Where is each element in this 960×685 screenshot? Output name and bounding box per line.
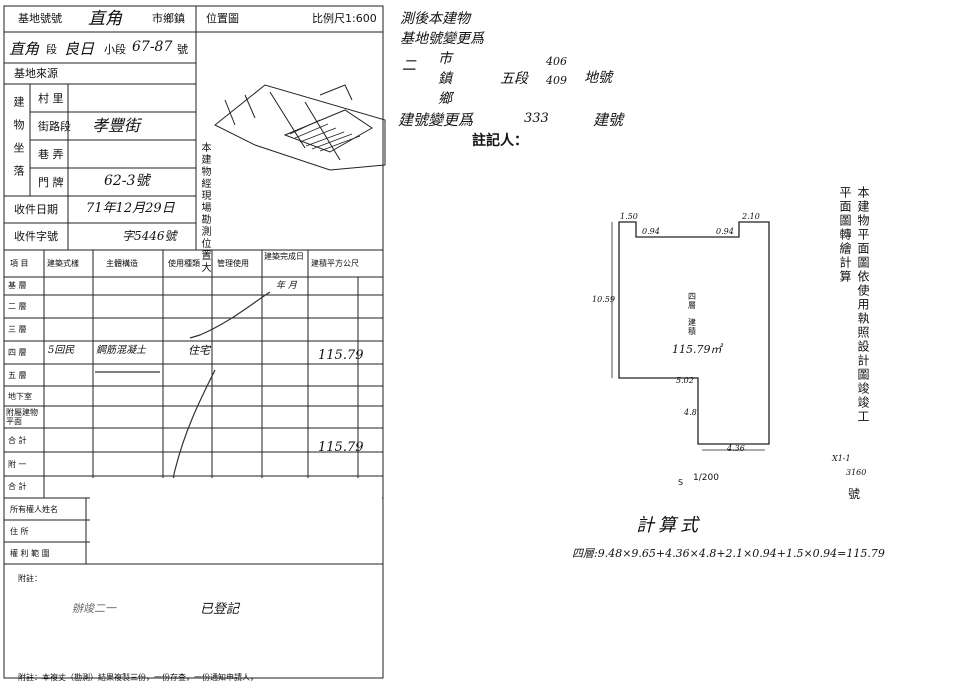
owner-row-label: 權 利 範 圍 [10, 549, 50, 558]
side-note: 本建物平面圖依使用執照設計圖竣竣工平面圖轉繪計算 [838, 186, 870, 424]
bldg-suffix: 建號 [593, 111, 624, 129]
bldg-number: 333 [524, 111, 549, 126]
table-row-label: 附屬建物平面 [6, 408, 38, 426]
map-note: 本建物經現場勘測位置大 [199, 142, 210, 274]
completion-handwritten: 年 月 [276, 281, 297, 291]
remarks-handwritten: 辦竣二一 [72, 602, 116, 615]
formula: 四層:9.48×9.65+4.36×4.8+2.1×0.94+1.5×0.94=… [572, 547, 885, 560]
dim-top-a: 0.94 [642, 227, 660, 236]
table-header: 主體構造 [106, 259, 138, 268]
note-line-5: 鄉 [438, 91, 452, 107]
form-footer: 附註：本複丈（勘測）結果複製三份，一份存查，一份通知申請人， [18, 673, 258, 682]
table-row-use: 住宅 [188, 344, 210, 357]
dim-top-right: 2.10 [742, 212, 760, 221]
lot-number-bottom: 409 [546, 74, 567, 87]
receipt-number-value: 字5446號 [122, 229, 177, 243]
receipt-date-value: 71年12月29日 [86, 201, 175, 216]
redacted-owner-area [90, 478, 382, 562]
remarks-label: 附註： [18, 574, 42, 583]
side-number-bottom: 3160 [846, 468, 867, 477]
floor-plan-outline [618, 221, 770, 445]
district-handwritten: 直角 [88, 9, 122, 29]
table-row-label: 地下室 [8, 392, 32, 401]
table-row-label: 合 計 [8, 436, 27, 445]
location-row-label: 巷 弄 [38, 148, 64, 161]
city-town-label: 市鄉鎮 [152, 12, 185, 25]
formula-title: 計算式 [636, 515, 702, 536]
table-row-label: 三 層 [8, 325, 27, 334]
table-header: 管理使用 [217, 259, 249, 268]
location-row-label: 街路段 [38, 120, 71, 133]
floor-label: 四層 [688, 292, 696, 310]
dim-top-b: 0.94 [716, 227, 734, 236]
table-row-label: 合 計 [8, 482, 27, 491]
side-number-suffix: 號 [848, 487, 861, 501]
base-source-label: 基地來源 [14, 67, 58, 80]
table-header: 建築式樣 [47, 259, 79, 268]
note-line-2: 基地號變更爲 [400, 31, 484, 47]
location-row-label: 門 牌 [38, 176, 64, 189]
table-header: 使用種類 [168, 259, 200, 268]
table-row-label: 二 層 [8, 302, 27, 311]
location-row-label: 村 里 [38, 92, 64, 105]
section-handwritten: 良日 [64, 40, 95, 58]
dim-step: 5.02 [676, 376, 694, 385]
scale-prefix: S [678, 478, 684, 487]
note-line-3-town: 市 [438, 51, 452, 67]
receipt-number-label: 收件字號 [14, 230, 58, 243]
area-label: 建積 [688, 318, 696, 336]
lot-number-top: 406 [546, 55, 567, 68]
location-row-value: 孝豐街 [92, 116, 141, 135]
receipt-date-label: 收件日期 [14, 203, 58, 216]
location-map-label: 位置圖 [206, 12, 239, 25]
area-value: 115.79㎡ [672, 343, 722, 356]
table-row-area: 115.79 [318, 348, 364, 363]
table-row-label: 基 層 [8, 281, 27, 290]
plan-scale: 1/200 [693, 473, 719, 483]
table-row-label: 附 一 [8, 460, 27, 469]
table-row-label: 五 層 [8, 371, 27, 380]
owner-row-label: 住 所 [10, 527, 29, 536]
scale-label: 比例尺1:600 [312, 12, 377, 25]
subsection-label: 小段 [104, 43, 126, 56]
remarks-stamp: 已登記 [200, 602, 240, 617]
annotator-label: 註記人： [472, 133, 528, 149]
location-row-value: 62-3號 [104, 173, 150, 189]
note-line-4: 鎮 [438, 71, 452, 87]
dim-left-side: 10.59 [592, 295, 615, 304]
lot-district: 直角 [9, 40, 40, 58]
table-row-area: 115.79 [318, 440, 364, 455]
table-header: 項 目 [10, 259, 29, 268]
table-row-structure: 鋼筋混凝土 [96, 345, 146, 356]
dim-step-right: 4.8 [684, 408, 697, 417]
section-label: 段 [46, 43, 57, 56]
note-line-3-prefix: 二 [402, 58, 416, 74]
table-header: 建積平方公尺 [311, 259, 359, 268]
table-row-label: 四 層 [8, 348, 27, 357]
bldg-change-label: 建號變更爲 [398, 111, 474, 129]
lot-suffix: 地號 [584, 70, 612, 86]
note-line-1: 測後本建物 [400, 11, 470, 27]
section-text: 五段 [500, 71, 528, 87]
side-number-top: X1-1 [832, 454, 851, 463]
lot-handwritten: 67-87 [132, 39, 173, 55]
owner-row-label: 所有權人姓名 [10, 505, 58, 514]
base-number-label: 基地號號 [18, 12, 62, 25]
number-suffix: 號 [177, 43, 188, 56]
table-header: 建築完成日 [264, 252, 304, 261]
building-location-label: 建物坐落 [12, 96, 25, 188]
table-row-style: 5回民 [48, 345, 75, 356]
dim-bottom: 4.36 [727, 444, 745, 453]
dim-top-left: 1.50 [620, 212, 638, 221]
